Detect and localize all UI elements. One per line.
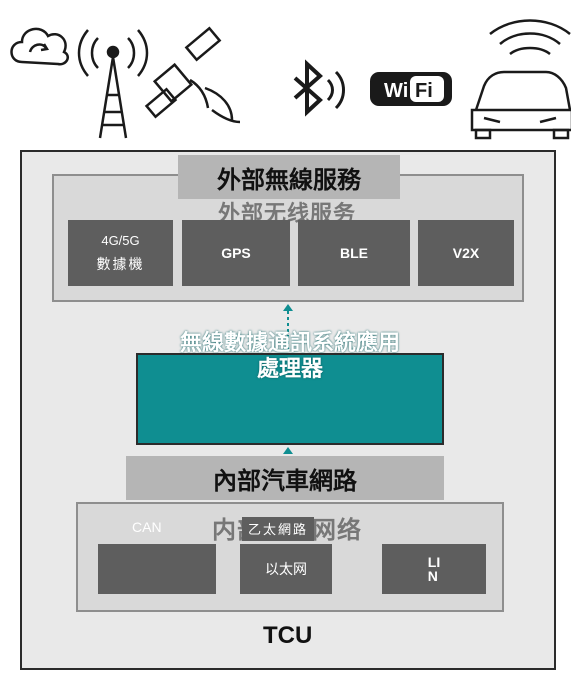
connector-top [287,311,289,351]
arrow-up-top [283,304,293,311]
modem-label: 數據機 [96,255,145,272]
can-tile [98,544,216,594]
bluetooth-icon [293,59,345,117]
connected-car-icon [470,19,571,140]
processor-label-line2: 處理器 [256,356,323,381]
v2x-tile: V2X [418,220,514,286]
arrow-up-bottom [283,447,293,454]
icon-row: Wi Fi [10,19,571,140]
processor-label: 無線數據通訊系統應用 處理器 [120,330,460,382]
cell-tower-icon [77,29,149,139]
ethernet-tag: 乙太網路 [242,517,315,541]
ble-tile: BLE [298,220,410,286]
processor-label-line1: 無線數據通訊系統應用 [179,330,400,355]
lin-tile: LI N [382,544,486,594]
modem-tag: 4G/5G [101,232,140,248]
ethernet-tag-label: 乙太網路 [248,522,309,537]
satellite-icon [144,26,241,124]
gps-tile: GPS [182,220,290,286]
ethernet-tile: 以太网 [240,544,332,594]
svg-text:Fi: Fi [415,80,433,102]
processor-block [136,353,444,445]
can-tag: CAN [132,519,162,535]
tcu-label: TCU [263,622,313,649]
cloud-sync-icon [10,27,69,66]
wifi-icon: Wi Fi [370,72,452,106]
modem-tile: 4G/5G 數據機 [68,220,173,286]
external-service-title: 外部無線服務 [178,155,400,199]
internal-network-title: 內部汽車網路 [126,456,444,500]
svg-text:Wi: Wi [384,80,408,102]
